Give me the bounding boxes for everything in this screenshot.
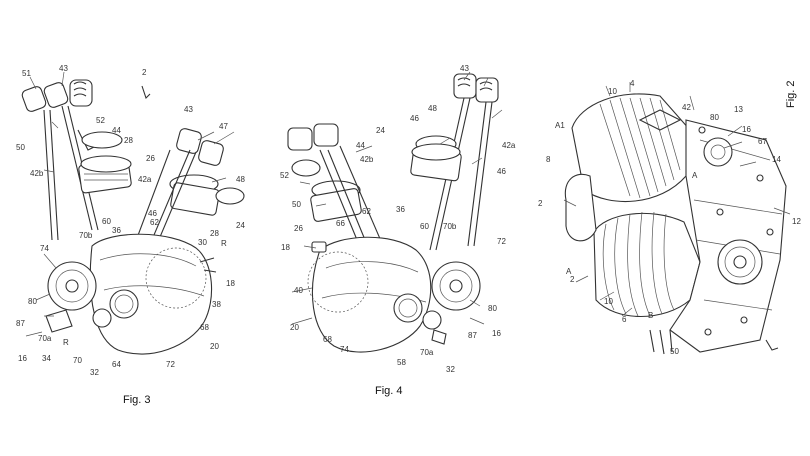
fig3-label: R	[221, 239, 227, 248]
fig4-label: 20	[290, 323, 299, 332]
fig3-label: 16	[18, 354, 27, 363]
fig4-label: 66	[336, 219, 345, 228]
fig4-caption: Fig. 4	[375, 385, 403, 397]
fig3-label: 62	[150, 218, 159, 227]
fig3-label: 70a	[38, 334, 52, 343]
fig3-label: 2	[142, 68, 147, 77]
fig4-label: 60	[420, 222, 429, 231]
fig3-label: 60	[102, 217, 111, 226]
fig2-label: 10	[604, 297, 613, 306]
fig2-label: 2	[570, 275, 575, 284]
fig3-caption: Fig. 3	[123, 394, 151, 406]
fig2-label: 80	[710, 113, 719, 122]
fig3-label: 28	[124, 136, 133, 145]
fig3-label: 72	[166, 360, 175, 369]
fig4-label: 44	[356, 141, 365, 150]
fig3-label: 43	[184, 105, 193, 114]
fig3-label: 42a	[138, 175, 152, 184]
fig2-label: 42	[682, 103, 691, 112]
fig2-caption: Fig. 2	[785, 80, 797, 108]
fig3-label: 18	[226, 279, 235, 288]
fig4-label: 52	[280, 171, 289, 180]
fig3-label: 30	[198, 238, 207, 247]
fig3-label: 51	[22, 69, 31, 78]
fig4-label: 80	[488, 304, 497, 313]
fig2-label: 8	[546, 155, 551, 164]
fig2-label: 6	[622, 315, 627, 324]
figure-2-drawing	[563, 82, 791, 355]
fig2-label: 12	[792, 217, 801, 226]
figure-3-drawing	[21, 71, 245, 355]
fig2-label: A	[566, 267, 572, 276]
figure-4-labels: 43 48 46 24 42a 44 42b 52 50 26 36 62 66…	[280, 64, 516, 397]
fig4-label: 87	[468, 331, 477, 340]
fig2-label: 10	[608, 87, 617, 96]
fig4-label: 32	[446, 365, 455, 374]
fig3-label: 48	[236, 175, 245, 184]
fig4-label: 43	[460, 64, 469, 73]
fig2-label: 14	[772, 155, 781, 164]
fig3-label: 87	[16, 319, 25, 328]
fig3-label: 46	[148, 209, 157, 218]
fig2-label: A1	[555, 121, 565, 130]
fig4-label: 40	[294, 286, 303, 295]
fig3-label: 47	[219, 122, 228, 131]
fig3-label: 34	[42, 354, 51, 363]
fig3-label: 36	[112, 226, 121, 235]
fig3-label: 74	[40, 244, 49, 253]
fig4-label: 70a	[420, 348, 434, 357]
figure-2-labels: 4 10 42 A1 8 80 13 16 67 14 A 2 12 A 2 1…	[538, 79, 801, 356]
fig4-label: 70b	[443, 222, 457, 231]
fig3-label: 26	[146, 154, 155, 163]
fig2-label: 50	[670, 347, 679, 356]
fig3-label: 52	[96, 116, 105, 125]
fig2-label: 16	[742, 125, 751, 134]
fig4-label: 48	[428, 104, 437, 113]
fig3-label: 24	[236, 221, 245, 230]
fig3-label: 70	[73, 356, 82, 365]
fig3-label: 80	[28, 297, 37, 306]
fig2-label: B	[648, 311, 653, 320]
fig4-label: 24	[376, 126, 385, 135]
fig3-label: 64	[112, 360, 121, 369]
fig2-label: 4	[630, 79, 635, 88]
fig3-label: 68	[200, 323, 209, 332]
fig4-label: 36	[396, 205, 405, 214]
fig3-label: 50	[16, 143, 25, 152]
fig2-label: A	[692, 171, 698, 180]
fig4-label: 62	[362, 207, 371, 216]
fig3-label: 38	[212, 300, 221, 309]
fig4-label: 16	[492, 329, 501, 338]
fig4-label: 42a	[502, 141, 516, 150]
fig4-label: 58	[397, 358, 406, 367]
fig4-label: 46	[410, 114, 419, 123]
fig3-label: 43	[59, 64, 68, 73]
fig3-label: 32	[90, 368, 99, 377]
fig3-label: R	[63, 338, 69, 347]
fig2-label: 67	[758, 137, 767, 146]
fig4-label: 18	[281, 243, 290, 252]
fig3-label: 44	[112, 126, 121, 135]
figure-4-drawing	[287, 71, 503, 353]
fig4-label: 26	[294, 224, 303, 233]
fig3-label: 70b	[79, 231, 93, 240]
fig4-label: 42b	[360, 155, 374, 164]
fig4-label: 68	[323, 335, 332, 344]
fig4-label: 46	[497, 167, 506, 176]
fig4-label: 72	[497, 237, 506, 246]
fig2-label: 2	[538, 199, 543, 208]
fig4-label: 50	[292, 200, 301, 209]
fig3-label: 20	[210, 342, 219, 351]
figure-3-labels: 51 43 2 52 44 42b 28 50 26 42a 43 47 48 …	[16, 64, 245, 406]
fig3-label: 28	[210, 229, 219, 238]
fig4-label: 74	[340, 345, 349, 354]
fig3-label: 42b	[30, 169, 44, 178]
fig2-label: 13	[734, 105, 743, 114]
